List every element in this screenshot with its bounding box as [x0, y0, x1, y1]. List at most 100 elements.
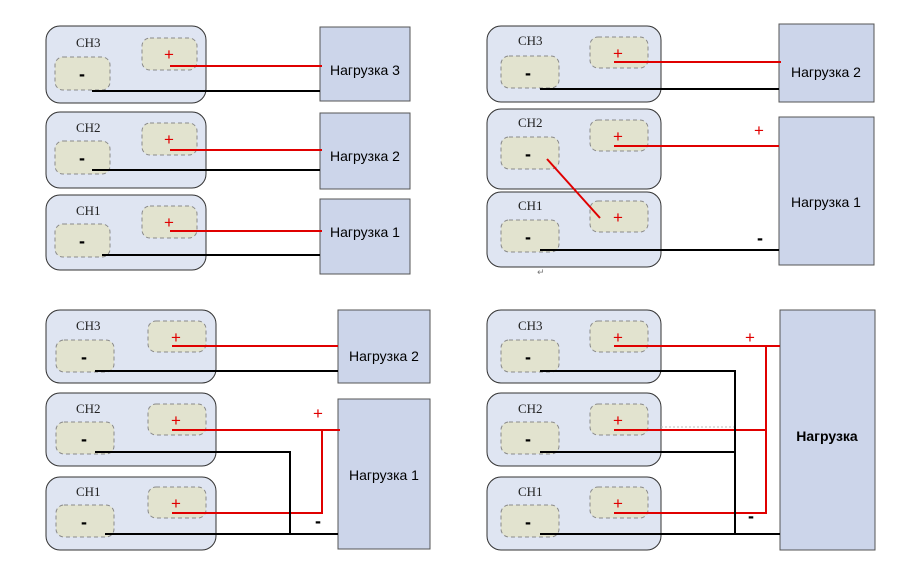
minus-sign: - — [79, 231, 85, 251]
channel-label: CH2 — [518, 401, 543, 416]
channel-ch2: CH2 + - — [45, 392, 217, 467]
positive-terminal — [147, 403, 207, 436]
negative-terminal — [54, 223, 111, 258]
plus-sign: + — [171, 328, 181, 347]
plus-sign: + — [613, 411, 623, 430]
positive-parallel-wire — [614, 346, 767, 514]
minus-sign: - — [81, 512, 87, 532]
plus-sign: + — [164, 213, 174, 232]
negative-terminal — [500, 504, 560, 538]
load-box — [778, 23, 875, 103]
channel-ch1: CH1 + - — [45, 476, 217, 551]
channel-ch2: CH2 + - — [486, 108, 662, 190]
channel-label: CH2 — [76, 120, 101, 135]
negative-terminal — [500, 339, 560, 373]
channel-ch3: CH3 + - — [45, 309, 217, 384]
load-label: Нагрузка 3 — [330, 62, 400, 78]
load-2: Нагрузка 2 — [778, 23, 875, 103]
negative-parallel-wire — [540, 370, 736, 534]
load-2: Нагрузка 2 — [337, 309, 431, 384]
positive-terminal — [141, 122, 198, 156]
plus-sign: + — [613, 44, 623, 63]
load-label: Нагрузка 1 — [330, 224, 400, 240]
load-main: Нагрузка — [779, 309, 876, 551]
load-1: Нагрузка 1 — [778, 116, 875, 266]
wires — [540, 61, 781, 251]
minus-sign: - — [525, 347, 531, 367]
panel-parallel-two: CH3 + - CH2 + - CH1 + - Нагрузка 2 — [45, 309, 431, 551]
load-box — [319, 26, 411, 102]
channel-label: CH3 — [76, 35, 101, 50]
load-3: Нагрузка 3 — [319, 26, 411, 102]
negative-terminal — [55, 339, 115, 373]
channel-label: CH1 — [518, 484, 543, 499]
channel-label: CH2 — [518, 115, 543, 130]
plus-sign: + — [613, 208, 623, 227]
plus-sign: + — [171, 494, 181, 513]
channel-label: CH1 — [518, 198, 543, 213]
negative-terminal — [54, 140, 111, 175]
load-label: Нагрузка 1 — [791, 194, 861, 210]
panel-parallel-three: CH3 + - CH2 + - CH1 + - Нагрузка + - — [486, 309, 876, 551]
channel-ch1: CH1 + - — [486, 476, 662, 551]
panel-independent: CH3 + - CH2 + - CH1 + - Нагрузка 3 — [45, 25, 411, 275]
plus-sign: + — [164, 130, 174, 149]
positive-terminal — [589, 200, 649, 233]
load-plus-sign: + — [754, 121, 764, 140]
load-2: Нагрузка 2 — [319, 112, 411, 190]
load-plus-sign: + — [745, 328, 755, 347]
load-box — [337, 398, 431, 550]
channel-ch1: CH1 + - — [486, 191, 662, 268]
negative-terminal — [54, 56, 111, 91]
channel-ch2: CH2 + - — [486, 392, 662, 467]
negative-terminal — [500, 136, 560, 170]
positive-terminal — [589, 403, 649, 436]
load-box — [337, 309, 431, 384]
channel-ch1: CH1 + - — [45, 194, 207, 271]
wires — [92, 65, 322, 256]
positive-terminal — [589, 320, 649, 353]
positive-terminal — [589, 119, 649, 152]
plus-sign: + — [613, 328, 623, 347]
negative-terminal — [55, 421, 115, 455]
minus-sign: - — [525, 512, 531, 532]
negative-terminal — [500, 421, 560, 455]
panel-series: CH3 + - CH2 + - CH1 + - ↵ Нагрузка 2 — [486, 23, 875, 278]
minus-sign: - — [525, 227, 531, 247]
channel-label: CH1 — [76, 484, 101, 499]
channel-ch3: CH3 + - — [486, 25, 662, 103]
load-label: Нагрузка — [796, 428, 858, 444]
positive-terminal — [589, 486, 649, 519]
channel-ch3: CH3 + - — [486, 309, 662, 384]
channel-label: CH3 — [518, 33, 543, 48]
minus-sign: - — [79, 148, 85, 168]
channel-label: CH3 — [518, 318, 543, 333]
load-box — [319, 198, 411, 275]
plus-sign: + — [164, 45, 174, 64]
load-1: Нагрузка 1 — [337, 398, 431, 550]
load-label: Нагрузка 1 — [349, 467, 419, 483]
load-plus-sign: + — [313, 404, 323, 423]
negative-terminal — [500, 219, 560, 253]
load-box — [778, 116, 875, 266]
load-1: Нагрузка 1 — [319, 198, 411, 275]
minus-sign: - — [525, 429, 531, 449]
positive-parallel-wire — [172, 430, 323, 514]
positive-terminal — [589, 36, 649, 69]
load-box — [319, 112, 411, 190]
wires — [540, 345, 780, 535]
load-minus-sign: - — [315, 511, 321, 531]
positive-terminal — [141, 37, 198, 71]
minus-sign: - — [79, 64, 85, 84]
negative-parallel-wire — [95, 451, 291, 534]
positive-terminal — [147, 486, 207, 519]
plus-sign: + — [171, 411, 181, 430]
positive-terminal — [147, 320, 207, 353]
channel-label: CH3 — [76, 318, 101, 333]
load-label: Нагрузка 2 — [349, 348, 419, 364]
series-link-wire — [546, 158, 601, 219]
minus-sign: - — [81, 347, 87, 367]
load-minus-sign: - — [757, 228, 763, 248]
load-box — [779, 309, 876, 551]
negative-terminal — [500, 55, 560, 89]
